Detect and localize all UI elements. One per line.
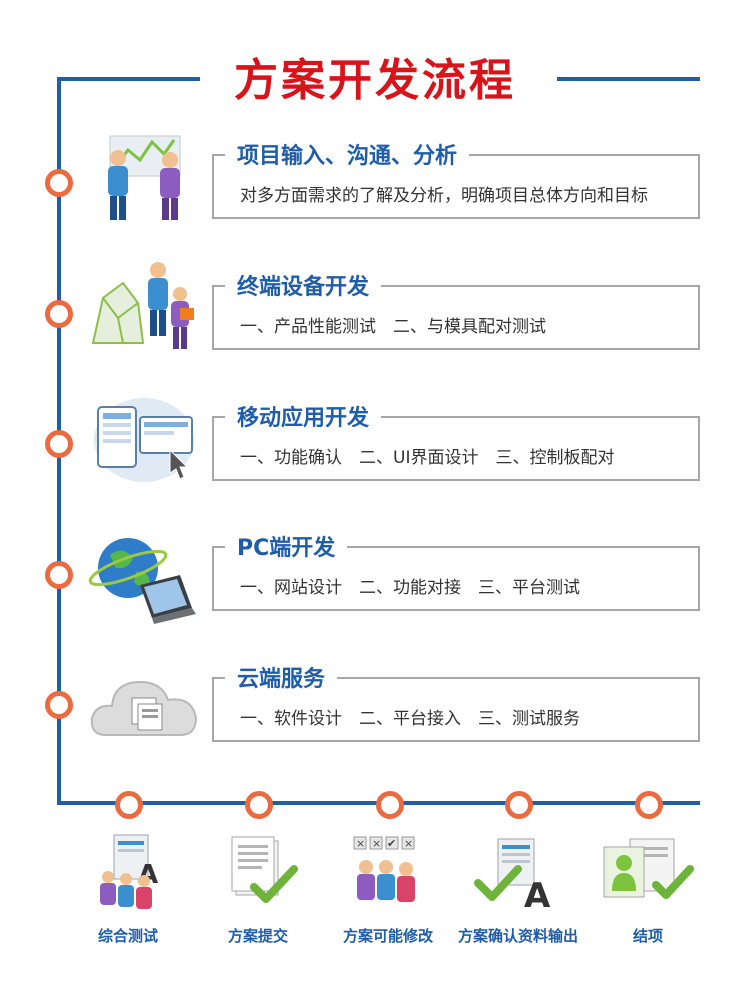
svg-text:×: × bbox=[372, 837, 381, 850]
step-description: 一、软件设计 二、平台接入 三、测试服务 bbox=[240, 709, 580, 729]
svg-text:✔: ✔ bbox=[387, 837, 396, 850]
document-check-output-icon: A bbox=[470, 833, 570, 918]
team-review-icon: × × ✔ × bbox=[340, 833, 440, 918]
svg-text:A: A bbox=[524, 876, 551, 916]
step-title: 项目输入、沟通、分析 bbox=[225, 138, 470, 170]
bottom-timeline-dot bbox=[376, 791, 404, 819]
device-dev-icon bbox=[88, 258, 200, 358]
step-title: 移动应用开发 bbox=[225, 400, 382, 432]
svg-text:×: × bbox=[404, 837, 413, 850]
step-description: 一、功能确认 二、UI界面设计 三、控制板配对 bbox=[240, 448, 615, 468]
final-step-label: 方案可能修改 bbox=[342, 927, 433, 945]
globe-laptop-icon bbox=[88, 530, 200, 630]
document-check-icon bbox=[210, 833, 310, 918]
timeline-dot bbox=[45, 561, 73, 589]
analysis-people-icon bbox=[88, 128, 200, 228]
team-document-icon: A bbox=[78, 833, 178, 918]
svg-text:×: × bbox=[356, 837, 365, 850]
step-title: 终端设备开发 bbox=[225, 269, 382, 301]
step-description: 一、网站设计 二、功能对接 三、平台测试 bbox=[240, 578, 580, 598]
bottom-timeline-dot bbox=[635, 791, 663, 819]
frame-top-right-line bbox=[557, 77, 700, 81]
final-step-label: 综合测试 bbox=[97, 927, 158, 945]
person-check-icon bbox=[600, 833, 700, 918]
bottom-timeline-dot bbox=[505, 791, 533, 819]
timeline-dot bbox=[45, 169, 73, 197]
frame-top-left-line bbox=[57, 77, 200, 81]
final-step-label: 结项 bbox=[632, 927, 663, 945]
bottom-timeline-dot bbox=[115, 791, 143, 819]
final-step-label: 方案确认资料输出 bbox=[457, 927, 578, 945]
mobile-app-icon bbox=[88, 395, 200, 495]
step-title: PC端开发 bbox=[225, 530, 348, 562]
timeline-dot bbox=[45, 430, 73, 458]
timeline-dot bbox=[45, 300, 73, 328]
cloud-icon bbox=[88, 660, 200, 760]
timeline-dot bbox=[45, 691, 73, 719]
final-step-label: 方案提交 bbox=[227, 927, 288, 945]
step-title: 云端服务 bbox=[225, 661, 338, 693]
step-description: 对多方面需求的了解及分析，明确项目总体方向和目标 bbox=[240, 186, 648, 206]
bottom-timeline-dot bbox=[245, 791, 273, 819]
step-description: 一、产品性能测试 二、与模具配对测试 bbox=[240, 317, 546, 337]
page-title: 方案开发流程 bbox=[234, 55, 516, 106]
